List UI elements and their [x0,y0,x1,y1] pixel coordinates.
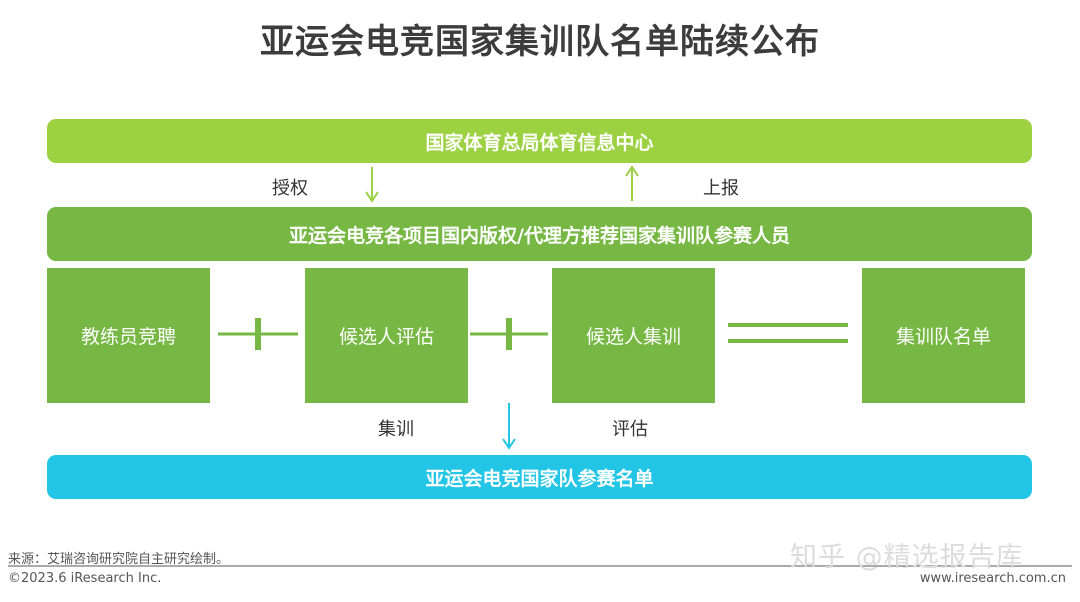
step-candidate-training: 候选人集训 [552,268,715,403]
bottom-bar-final-roster: 亚运会电竞国家队参赛名单 [47,455,1032,499]
top-bar-sports-info-center: 国家体育总局体育信息中心 [47,119,1032,163]
step-training-squad-list: 集训队名单 [862,268,1025,403]
equals-connector [728,323,848,343]
step-coach-selection: 教练员竞聘 [47,268,210,403]
training-label: 集训 [378,419,414,440]
footer-website: www.iresearch.com.cn [919,571,1066,586]
step-connector-2 [470,318,548,350]
footer-source: 来源：艾瑞咨询研究院自主研究绘制。 [8,552,230,567]
down-arrow-cyan-icon [502,403,516,450]
mid-bar-recommenders: 亚运会电竞各项目国内版权/代理方推荐国家集训队参赛人员 [47,207,1032,261]
page-title: 亚运会电竞国家集训队名单陆续公布 [260,22,820,62]
step-connector-1 [218,318,298,350]
footer-copyright: ©2023.6 iResearch Inc. [8,571,162,586]
watermark: 知乎 @精选报告库 [790,542,1024,573]
authorize-label: 授权 [272,178,308,199]
up-arrow-icon [625,165,639,201]
evaluation-label: 评估 [612,419,648,440]
down-arrow-icon [365,167,379,203]
report-label: 上报 [703,178,739,199]
step-candidate-evaluation: 候选人评估 [305,268,468,403]
